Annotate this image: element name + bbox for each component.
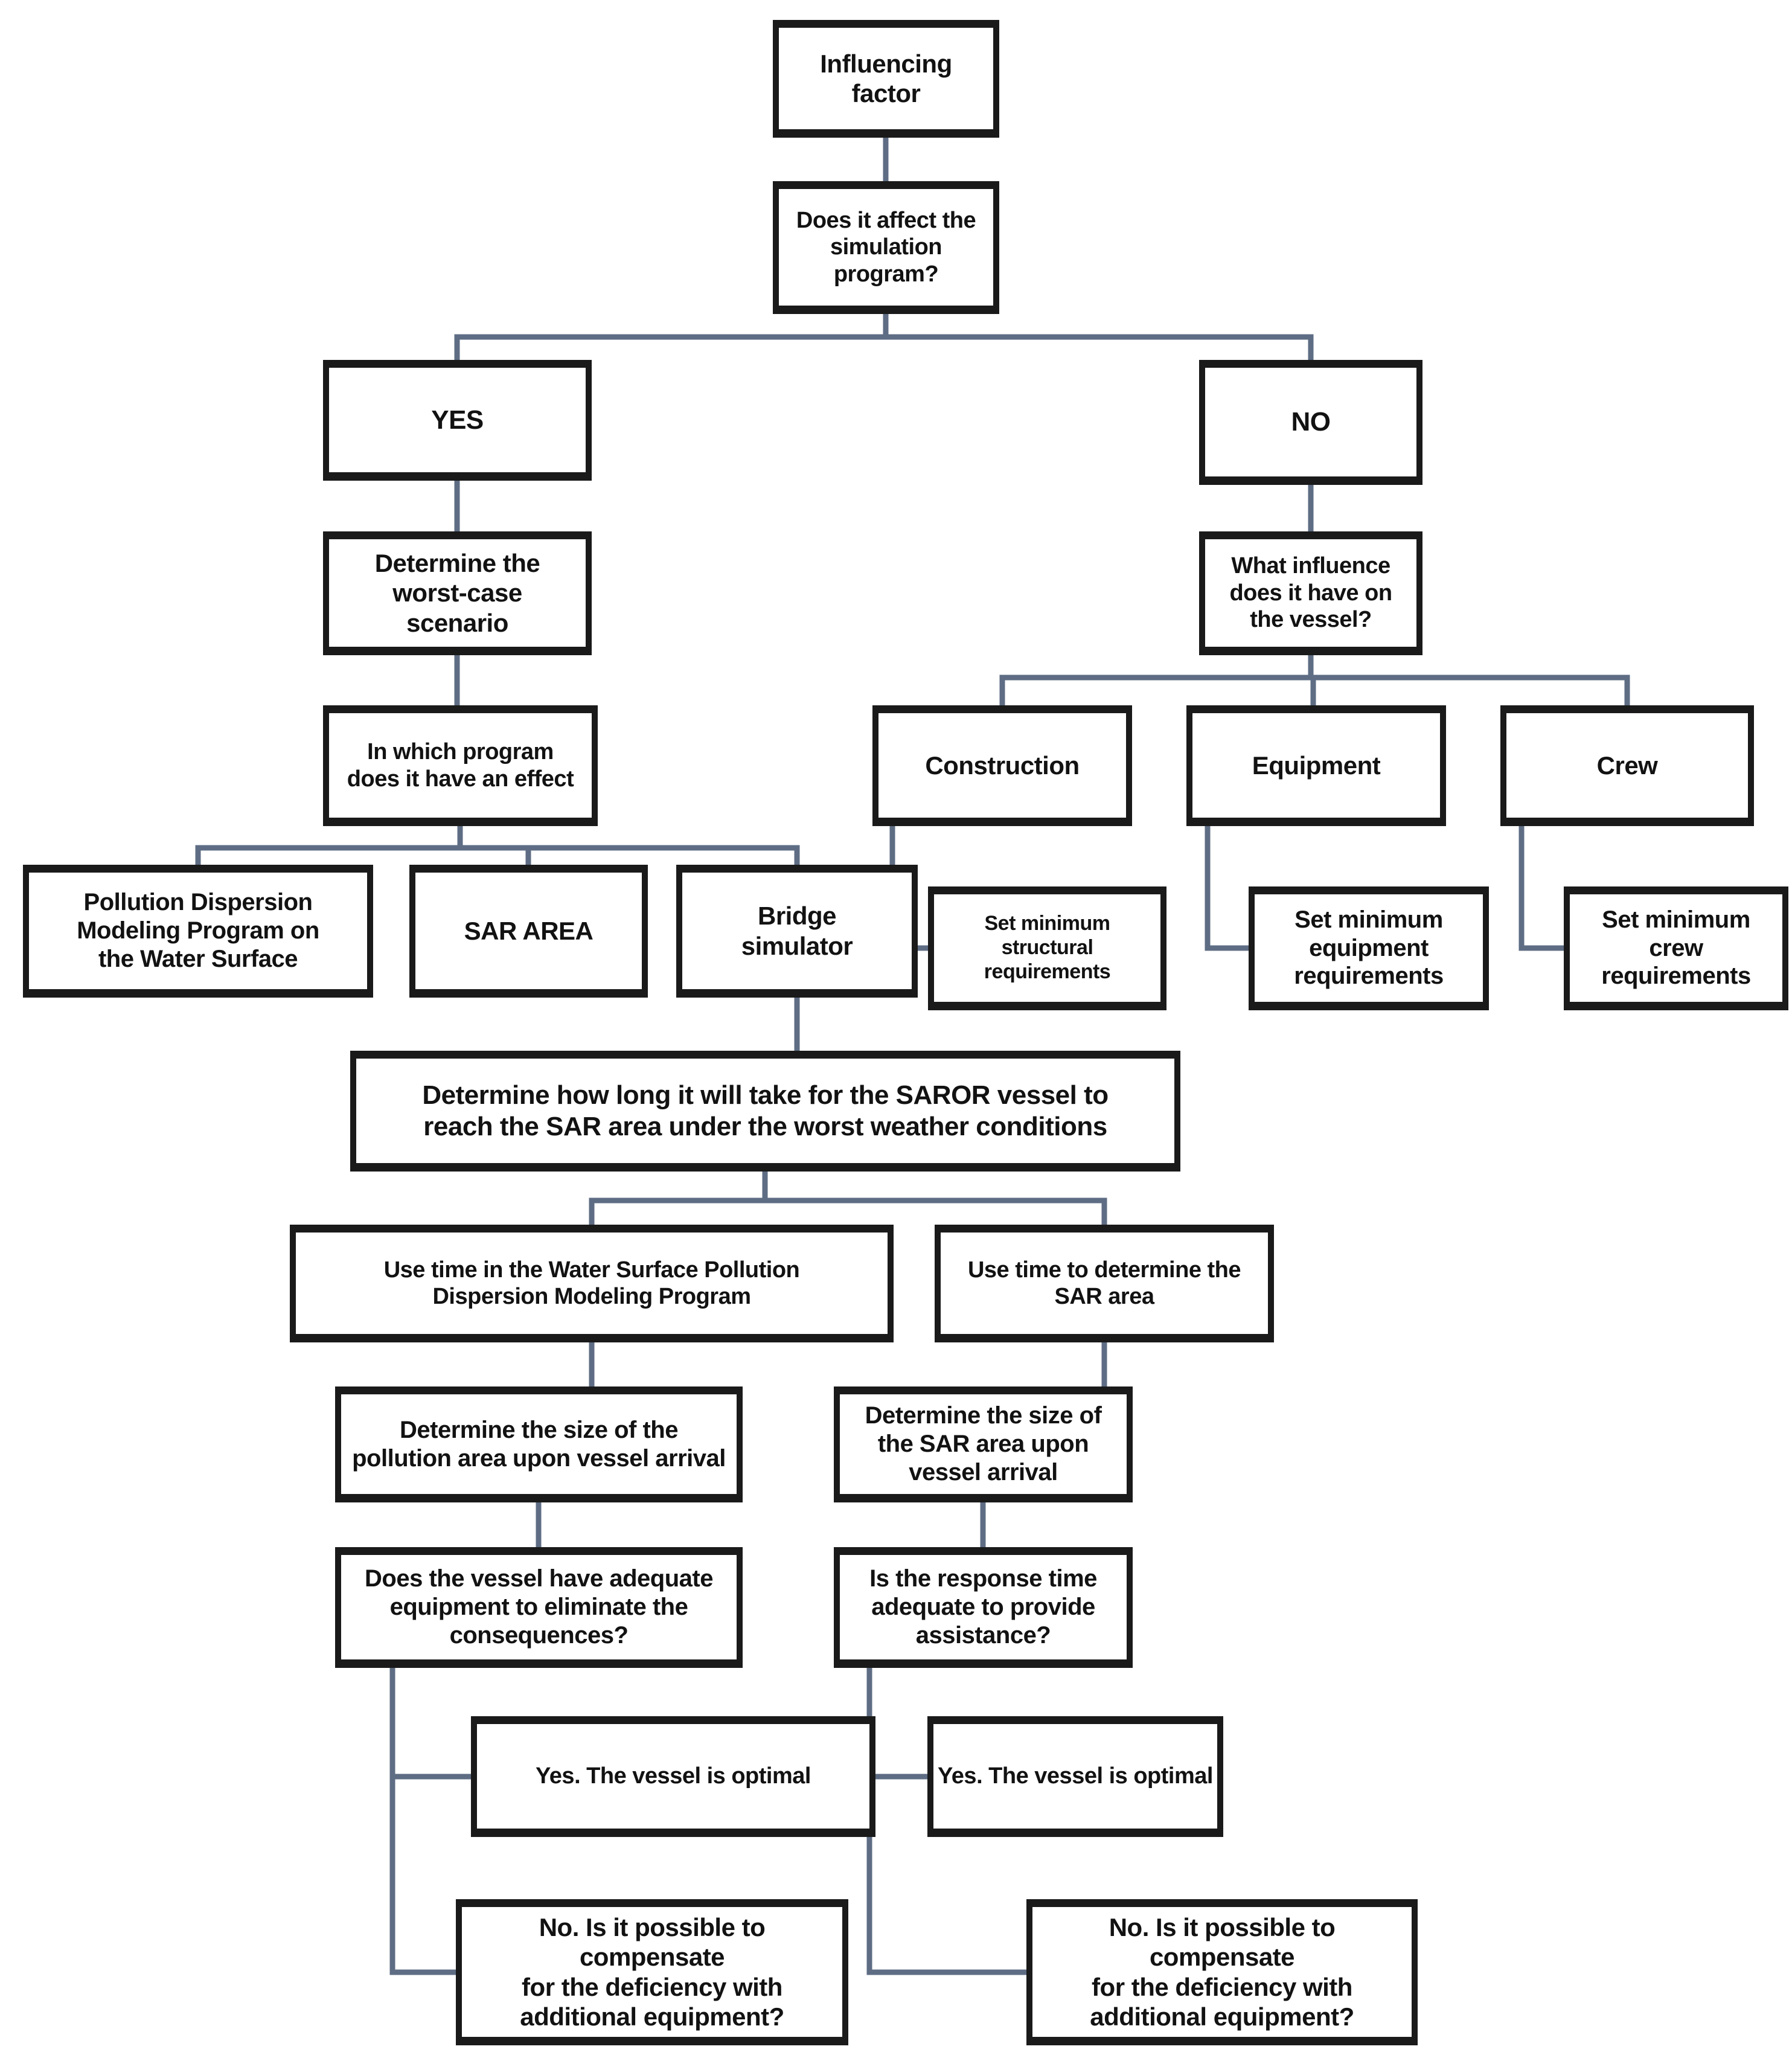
flow-node-label: Determine the size of the pollution area… bbox=[352, 1416, 726, 1472]
flow-node-label: Set minimum structural requirements bbox=[984, 912, 1111, 983]
connector-usetime-branch bbox=[589, 1197, 1107, 1225]
flow-node-set-min-equipment: Set minimum equipment requirements bbox=[1249, 886, 1489, 1010]
flow-node-label: Construction bbox=[925, 751, 1080, 780]
connector-yes-no-branch bbox=[454, 334, 1314, 360]
flow-node-label: Use time to determine the SAR area bbox=[967, 1257, 1241, 1309]
flow-node-label: NO bbox=[1291, 407, 1331, 437]
flow-node-label: Yes. The vessel is optimal bbox=[536, 1763, 811, 1789]
flow-node-determine-how-long: Determine how long it will take for the … bbox=[350, 1051, 1180, 1172]
flow-node-in-which-program: In which program does it have an effect bbox=[323, 705, 598, 826]
connector-crew-to-crewreq bbox=[1518, 826, 1564, 951]
flow-node-label: Influencing factor bbox=[820, 49, 952, 107]
flow-node-label: Pollution Dispersion Modeling Program on… bbox=[77, 889, 319, 972]
flow-node-label: No. Is it possible to compensate for the… bbox=[1090, 1913, 1354, 2031]
flow-node-label: Is the response time adequate to provide… bbox=[869, 1565, 1097, 1649]
flow-node-label: SAR AREA bbox=[464, 916, 594, 945]
flow-node-no-compensate-left: No. Is it possible to compensate for the… bbox=[456, 1899, 848, 2045]
flow-node-does-vessel-adequate: Does the vessel have adequate equipment … bbox=[335, 1547, 743, 1668]
flow-node-label: Determine the worst-case scenario bbox=[374, 549, 540, 637]
flow-node-label: What influence does it have on the vesse… bbox=[1229, 553, 1392, 633]
flow-node-label: Determine the size of the SAR area upon … bbox=[865, 1402, 1102, 1486]
flow-node-yes-optimal-left: Yes. The vessel is optimal bbox=[471, 1716, 875, 1837]
flow-node-pollution-dispersion: Pollution Dispersion Modeling Program on… bbox=[23, 865, 373, 998]
flow-node-bridge-simulator: Bridge simulator bbox=[676, 865, 918, 998]
flow-node-what-influence-vessel: What influence does it have on the vesse… bbox=[1199, 531, 1422, 655]
connector-program-branch bbox=[195, 845, 800, 865]
flow-node-sar-area: SAR AREA bbox=[409, 865, 648, 998]
flow-node-yes-optimal-right: Yes. The vessel is optimal bbox=[927, 1716, 1223, 1837]
flow-node-label: Does it affect the simulation program? bbox=[796, 207, 976, 287]
flow-node-label: No. Is it possible to compensate for the… bbox=[520, 1913, 784, 2031]
flow-node-use-time-pollution: Use time in the Water Surface Pollution … bbox=[290, 1225, 894, 1342]
flow-node-set-min-crew: Set minimum crew requirements bbox=[1564, 886, 1788, 1010]
flow-node-label: Use time in the Water Surface Pollution … bbox=[383, 1257, 800, 1309]
flow-node-equipment: Equipment bbox=[1186, 705, 1446, 826]
flow-node-determine-worst-case: Determine the worst-case scenario bbox=[323, 531, 592, 655]
flow-node-label: Yes. The vessel is optimal bbox=[938, 1763, 1213, 1789]
flow-node-no-compensate-right: No. Is it possible to compensate for the… bbox=[1026, 1899, 1418, 2045]
flow-node-determine-sar-size: Determine the size of the SAR area upon … bbox=[834, 1386, 1133, 1502]
flow-node-yes: YES bbox=[323, 360, 592, 481]
flow-node-label: YES bbox=[431, 405, 484, 435]
flow-node-crew: Crew bbox=[1500, 705, 1754, 826]
flow-node-use-time-sar: Use time to determine the SAR area bbox=[935, 1225, 1274, 1342]
flow-node-determine-pollution-size: Determine the size of the pollution area… bbox=[335, 1386, 743, 1502]
flow-node-label: Equipment bbox=[1252, 751, 1381, 780]
flow-node-label: Determine how long it will take for the … bbox=[422, 1080, 1109, 1141]
flow-node-no: NO bbox=[1199, 360, 1422, 485]
flow-node-does-it-affect-simulation: Does it affect the simulation program? bbox=[773, 181, 999, 314]
connector-adequate-trunk bbox=[389, 1668, 456, 1975]
flow-node-construction: Construction bbox=[872, 705, 1132, 826]
flow-node-set-min-structural: Set minimum structural requirements bbox=[928, 886, 1166, 1010]
flow-node-influencing-factor: Influencing factor bbox=[773, 20, 999, 138]
flow-node-label: Crew bbox=[1596, 751, 1658, 780]
connector-equipment-to-equip bbox=[1205, 826, 1249, 951]
flow-node-is-response-adequate: Is the response time adequate to provide… bbox=[834, 1547, 1133, 1668]
flow-node-label: Set minimum crew requirements bbox=[1601, 906, 1751, 990]
flow-node-label: Set minimum equipment requirements bbox=[1294, 906, 1444, 990]
flow-node-label: In which program does it have an effect bbox=[347, 739, 574, 792]
flow-node-label: Bridge simulator bbox=[741, 902, 853, 960]
flow-node-label: Does the vessel have adequate equipment … bbox=[365, 1565, 713, 1649]
